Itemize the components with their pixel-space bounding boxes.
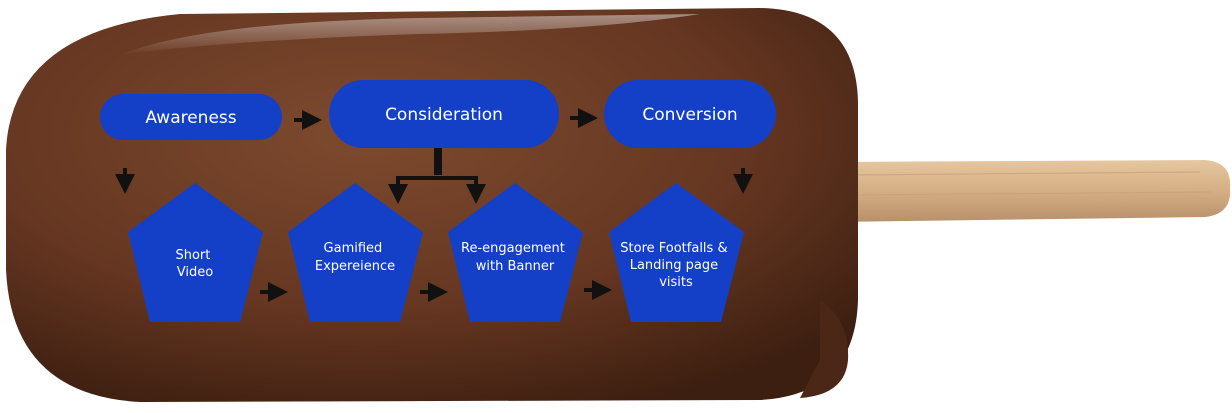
step-gamified: Gamified Expereience <box>288 183 423 322</box>
step-reengagement-line-2: with Banner <box>476 259 555 274</box>
step-store-footfalls-line-2: Landing page <box>630 258 718 273</box>
stage-consideration-label: Consideration <box>385 105 503 125</box>
arrow-consideration-split <box>398 148 476 180</box>
step-reengagement-line-1: Re-engagement <box>461 241 565 256</box>
stage-awareness: Awareness <box>100 94 282 140</box>
stage-conversion: Conversion <box>604 80 776 148</box>
step-store-footfalls-line-3: visits <box>659 275 693 290</box>
svg-text:Gamified Expereience: Gamified Expereience <box>315 241 395 274</box>
step-short-video: Short Video <box>128 183 263 322</box>
step-store-footfalls: Store Footfalls & Landing page visits <box>609 183 744 322</box>
step-gamified-line-2: Expereience <box>315 259 395 274</box>
wooden-stick <box>830 160 1231 222</box>
stage-awareness-label: Awareness <box>145 108 236 128</box>
stage-conversion-label: Conversion <box>642 105 737 125</box>
step-short-video-line-2: Video <box>177 265 213 280</box>
svg-text:Store Footfalls & Landin: Store Footfalls & Landing page visits <box>620 241 731 290</box>
chocolate-bar <box>6 8 859 402</box>
stage-consideration: Consideration <box>329 80 559 148</box>
step-short-video-line-1: Short <box>175 248 210 263</box>
step-reengagement: Re-engagement with Banner <box>448 183 583 322</box>
connector-arrows <box>115 108 753 302</box>
step-store-footfalls-line-1: Store Footfalls & <box>620 241 727 256</box>
svg-text:Short Video: Short Video <box>175 248 214 280</box>
svg-text:Re-engagement with Banne: Re-engagement with Banner <box>461 241 569 274</box>
step-gamified-line-1: Gamified <box>324 241 383 256</box>
